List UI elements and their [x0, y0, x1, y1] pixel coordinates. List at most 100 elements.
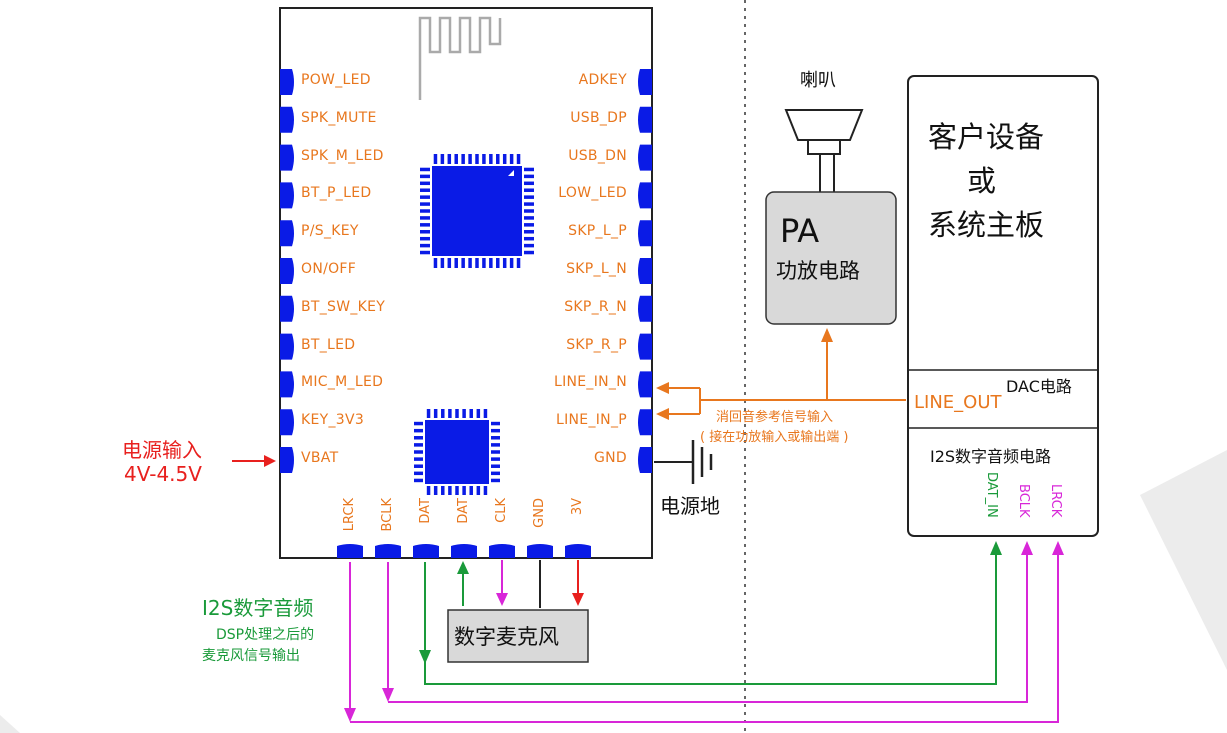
bottom-pin-label: CLK	[494, 498, 509, 523]
customer-title-line2: 或	[967, 164, 997, 198]
left-pin-pad	[280, 220, 294, 247]
bclk-arrow-head	[382, 688, 394, 702]
right-pin-label: USB_DN	[568, 147, 627, 164]
power-input-title: 电源输入	[122, 438, 202, 462]
echo-reference-wires	[662, 340, 906, 415]
bottom-pin-pad	[337, 544, 363, 558]
right-pin-label: LINE_IN_N	[553, 374, 627, 391]
left-pin-pad	[280, 295, 294, 322]
left-pin-label: SPK_M_LED	[301, 147, 384, 164]
lrck-in-arrow-head	[1052, 541, 1064, 555]
right-pin-pad	[638, 182, 652, 209]
line-in-n-arrow-head	[656, 382, 669, 394]
dat-in-label: DAT_IN	[984, 472, 999, 518]
watermark-shape	[1140, 450, 1227, 670]
speaker-label: 喇叭	[800, 70, 836, 91]
bottom-pin-pad	[565, 544, 591, 558]
right-pin-pad	[638, 409, 652, 436]
left-pin-label: MIC_M_LED	[301, 374, 384, 391]
right-pin-pad	[638, 144, 652, 171]
dat-in-arrow-head	[990, 541, 1002, 555]
left-pin-label: KEY_3V3	[301, 412, 365, 429]
left-pin-pad	[280, 409, 294, 436]
right-pin-label: LOW_LED	[558, 185, 627, 202]
line-in-p-arrow-head	[656, 408, 669, 420]
bottom-pin-label: 3V	[570, 498, 585, 516]
bottom-pin-pad	[489, 544, 515, 558]
left-pin-pad	[280, 447, 294, 473]
left-pin-label: ON/OFF	[301, 261, 357, 277]
echo-note-line1: 消回音参考信号输入	[716, 410, 834, 425]
pa-subtitle: 功放电路	[776, 259, 860, 283]
left-pin-label: POW_LED	[301, 72, 371, 88]
speaker-icon	[784, 109, 864, 192]
i2s-note-line1: DSP处理之后的	[216, 627, 315, 643]
left-pin-label: VBAT	[301, 450, 339, 466]
echo-note-line2: ( 接在功放输入或输出端 )	[700, 430, 849, 445]
right-pin-label: ADKEY	[578, 72, 627, 88]
bottom-pin-label: DAT	[418, 498, 433, 524]
right-pin-pad	[638, 69, 652, 95]
right-pin-pad	[638, 106, 652, 133]
antenna-icon	[418, 16, 502, 100]
right-pin-pad	[638, 295, 652, 322]
bottom-pin-label: GND	[532, 498, 547, 528]
left-pin-pad	[280, 182, 294, 209]
customer-title-line1: 客户设备	[928, 120, 1045, 154]
bottom-pin-pad	[413, 544, 439, 558]
right-pin-label: GND	[593, 450, 627, 466]
mic-clk-arrow-head	[496, 593, 508, 606]
line-out-label: LINE_OUT	[914, 392, 1002, 413]
main-chip-icon	[420, 154, 534, 268]
left-pin-pad	[280, 144, 294, 171]
right-pin-label: USB_DP	[570, 109, 627, 126]
dac-label: DAC电路	[1006, 377, 1072, 396]
right-pin-label: SKP_L_P	[568, 223, 627, 240]
left-pin-label: P/S_KEY	[301, 223, 359, 240]
bottom-pin-label: DAT	[456, 498, 471, 524]
left-pin-label: BT_SW_KEY	[301, 298, 386, 315]
ground-label: 电源地	[660, 494, 720, 518]
i2s-note-line2: 麦克风信号输出	[202, 648, 300, 664]
bottom-pin-label: BCLK	[380, 498, 395, 532]
dsp-chip-icon	[414, 409, 500, 495]
right-pin-label: SKP_R_N	[564, 298, 627, 315]
left-pin-label: BT_P_LED	[301, 185, 372, 202]
customer-device-box	[907, 75, 1099, 537]
bottom-pin-pad	[451, 544, 477, 558]
mic-dat-arrow-head	[457, 561, 469, 574]
right-pin-pad	[638, 371, 652, 398]
watermark-shape	[0, 715, 20, 733]
right-pin-label: SKP_L_N	[566, 261, 627, 277]
left-pin-pad	[280, 69, 294, 95]
left-pin-label: SPK_MUTE	[301, 109, 377, 126]
i2s-note-title: I2S数字音频	[202, 596, 314, 620]
i2s-circuit-label: I2S数字音频电路	[930, 447, 1052, 466]
customer-title-line3: 系统主板	[928, 208, 1045, 242]
bclk-label: BCLK	[1016, 484, 1031, 518]
digital-mic-box	[447, 609, 589, 663]
digital-mic-label: 数字麦克风	[454, 625, 559, 649]
i2s-wires	[349, 552, 1059, 723]
right-pin-pad	[638, 220, 652, 247]
bottom-pin-pad	[375, 544, 401, 558]
right-pin-pad	[638, 447, 652, 473]
lrck-label: LRCK	[1048, 484, 1063, 518]
left-pin-pad	[280, 333, 294, 360]
right-pin-pad	[638, 258, 652, 284]
dat-arrow-head	[419, 650, 431, 664]
left-pin-pad	[280, 258, 294, 284]
left-pin-pad	[280, 106, 294, 133]
bclk-in-arrow-head	[1021, 541, 1033, 555]
power-arrow-head	[264, 455, 276, 467]
left-pin-label: BT_LED	[301, 336, 356, 353]
power-input-voltage: 4V-4.5V	[124, 462, 202, 486]
pa-box	[765, 191, 897, 325]
right-pin-pad	[638, 333, 652, 360]
bottom-pin-pad	[527, 544, 553, 558]
pa-arrow-head	[821, 328, 833, 342]
pa-title: PA	[780, 212, 820, 250]
mic-3v-arrow-head	[572, 593, 584, 606]
lrck-arrow-head	[344, 708, 356, 722]
